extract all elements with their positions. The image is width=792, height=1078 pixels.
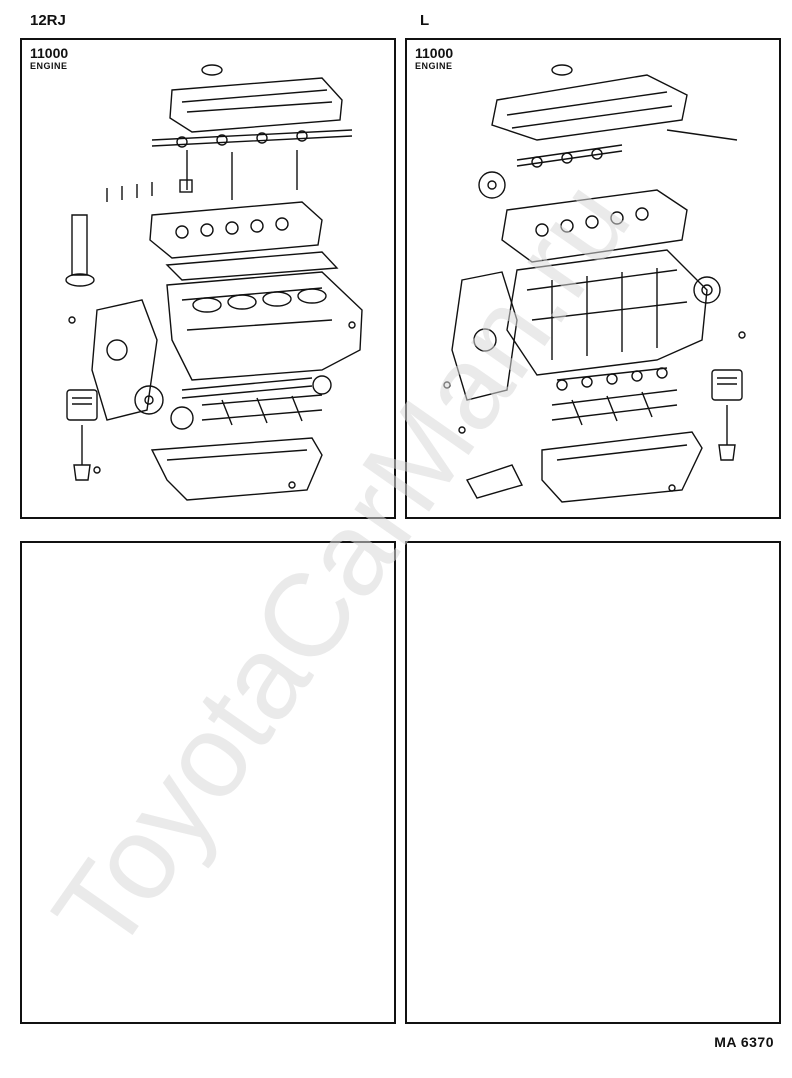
model-label-12rj: 12RJ <box>30 12 66 29</box>
panel-empty-right <box>405 541 781 1024</box>
panel-l-engine: 11000 ENGINE <box>405 38 781 519</box>
panel-header: 11000 ENGINE <box>30 46 68 71</box>
panel-header: 11000 ENGINE <box>415 46 453 71</box>
model-label-l: L <box>420 12 430 29</box>
engine-exploded-diagram-l <box>443 64 746 503</box>
engine-exploded-diagram-12rj <box>65 64 363 501</box>
catalog-page-code: MA 6370 <box>714 1034 774 1050</box>
part-group-code: 11000 <box>415 45 454 61</box>
panel-12rj-engine: 11000 ENGINE <box>20 38 396 519</box>
part-group-code: 11000 <box>30 45 69 61</box>
panel-empty-left <box>20 541 396 1024</box>
part-group-title: ENGINE <box>415 61 453 71</box>
part-group-title: ENGINE <box>30 61 68 71</box>
